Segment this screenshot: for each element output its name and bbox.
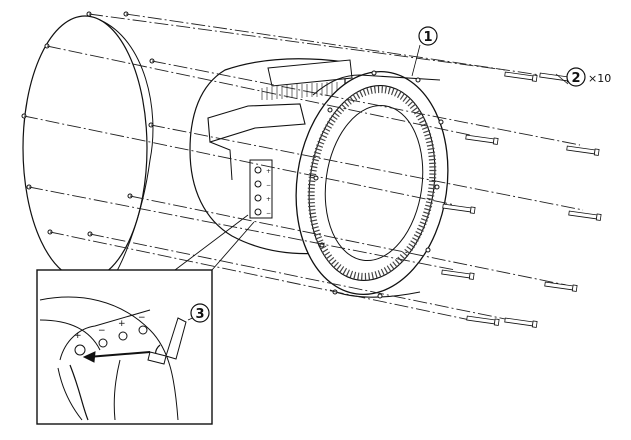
inset-detail: + − + − 3: [36, 214, 255, 425]
screws: [441, 71, 602, 328]
svg-text:−: −: [266, 210, 271, 217]
callout-1: 1: [411, 26, 438, 77]
inset-mark-4: −: [138, 313, 146, 323]
callout-2-label: 2: [571, 71, 580, 86]
front-grille: [21, 11, 155, 283]
svg-text:+: +: [266, 168, 271, 175]
inset-mark-1: +: [74, 331, 82, 341]
svg-text:−: −: [266, 182, 271, 189]
screw-quantity: ×10: [588, 72, 611, 85]
svg-text:+: +: [266, 196, 271, 203]
mounting-frame: [295, 70, 449, 299]
callout-3-label: 3: [195, 307, 204, 322]
callout-2: 2 ×10: [555, 67, 611, 87]
inset-mark-3: +: [118, 319, 126, 329]
inset-mark-2: −: [98, 326, 106, 336]
callout-1-label: 1: [423, 30, 432, 45]
alignment-lines: [23, 13, 584, 321]
